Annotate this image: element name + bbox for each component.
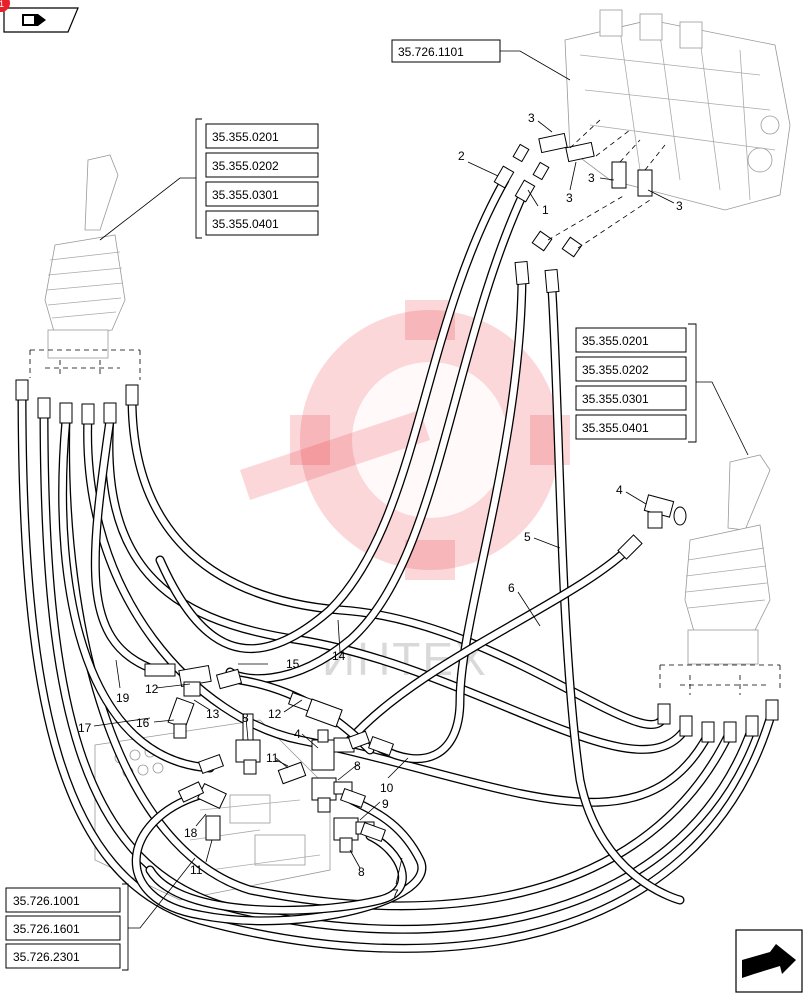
elbow-fitting-13: [215, 668, 243, 690]
book-arrow-icon[interactable]: [3, 7, 79, 33]
callout-14[interactable]: 14: [332, 649, 346, 663]
callout-9[interactable]: 9: [382, 797, 389, 811]
adapter-3b: [565, 141, 595, 163]
callout-19[interactable]: 19: [116, 691, 130, 705]
ref-left-3[interactable]: 35.355.0401: [212, 217, 279, 231]
callout-3d[interactable]: 3: [676, 199, 683, 213]
right-joystick: [659, 454, 781, 695]
callout-11b[interactable]: 11: [190, 863, 203, 877]
ref-left-1[interactable]: 35.355.0202: [212, 159, 279, 173]
callout-1[interactable]: 1: [542, 203, 549, 217]
fittings: [144, 132, 687, 853]
dashed-connections: [547, 119, 666, 249]
adapter-11a: [277, 761, 307, 785]
callout-8a[interactable]: 8: [242, 711, 249, 725]
callout-17[interactable]: 17: [78, 721, 92, 735]
hoses: [17, 175, 777, 953]
callout-12a[interactable]: 12: [145, 682, 159, 696]
ref-left-0[interactable]: 35.355.0201: [212, 130, 279, 144]
elbow-fitting-8b: [311, 777, 353, 813]
callout-3c[interactable]: 3: [588, 171, 595, 185]
ref-manifold-0[interactable]: 35.726.1001: [13, 894, 80, 908]
callout-15[interactable]: 15: [286, 657, 300, 671]
tee-fitting-4-right: [643, 494, 687, 529]
ref-group-manifold: 35.726.1001 35.726.1601 35.726.2301: [5, 857, 196, 971]
adapter-3a: [538, 132, 568, 154]
ref-right-0[interactable]: 35.355.0201: [582, 334, 649, 348]
callout-12b[interactable]: 12: [268, 707, 282, 721]
callout-8c[interactable]: 8: [358, 865, 365, 879]
ref-group-right-joystick: 35.355.0201 35.355.0202 35.355.0301 35.3…: [575, 323, 749, 456]
tee-fitting-12-upper: [144, 663, 212, 697]
callout-leaders: [93, 120, 675, 885]
ref-right-2[interactable]: 35.355.0301: [582, 392, 649, 406]
callout-18[interactable]: 18: [184, 826, 198, 840]
left-joystick: [29, 154, 141, 380]
callout-3b[interactable]: 3: [566, 191, 573, 205]
ref-manifold-1[interactable]: 35.726.1601: [13, 922, 80, 936]
adapter-11b: [205, 815, 221, 841]
ref-group-valve: 35.726.1101: [391, 39, 571, 81]
ref-manifold-2[interactable]: 35.726.2301: [13, 950, 80, 964]
callout-7[interactable]: 7: [392, 887, 399, 901]
callout-3a[interactable]: 3: [528, 111, 535, 125]
callout-2[interactable]: 2: [458, 149, 465, 163]
callout-4b[interactable]: 4: [294, 727, 301, 741]
ref-group-left-joystick: 35.355.0201 35.355.0202 35.355.0301 35.3…: [99, 118, 319, 241]
page-badge-label: 1: [0, 0, 4, 9]
watermark-logo: ИНТЕХ: [240, 300, 570, 685]
adapter-3c: [611, 161, 627, 189]
tee-fitting-12-lower: [287, 691, 343, 728]
callout-11a[interactable]: 11: [266, 751, 279, 765]
adapter-3d: [637, 169, 653, 197]
callout-numbers: 1 2 3 3 3 3 4 4 5 6 7 8 8 8 9 10 11 11 1…: [78, 111, 683, 901]
callout-5[interactable]: 5: [524, 530, 531, 544]
elbow-fitting-16: [167, 697, 195, 739]
control-valve: [564, 9, 791, 211]
next-page-arrow-icon[interactable]: [735, 929, 803, 993]
callout-4a[interactable]: 4: [616, 483, 623, 497]
callout-16[interactable]: 16: [136, 716, 150, 730]
callout-13[interactable]: 13: [206, 707, 220, 721]
callout-6[interactable]: 6: [508, 581, 515, 595]
ref-valve-0[interactable]: 35.726.1101: [398, 45, 464, 59]
page-badge: [0, 0, 10, 12]
hose-ends: [15, 143, 779, 743]
ref-right-3[interactable]: 35.355.0401: [582, 421, 649, 435]
callout-10[interactable]: 10: [380, 781, 394, 795]
ref-left-2[interactable]: 35.355.0301: [212, 188, 279, 202]
ref-right-1[interactable]: 35.355.0202: [582, 363, 649, 377]
callout-8b[interactable]: 8: [354, 759, 361, 773]
